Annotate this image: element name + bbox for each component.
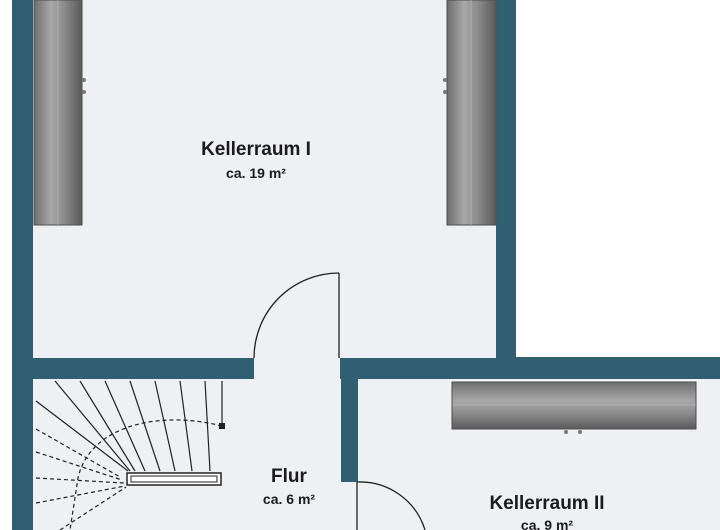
floors: [33, 0, 720, 530]
door-kellerraum-2: [356, 481, 426, 530]
room-name: Kellerraum I: [201, 139, 311, 160]
opening-kellerraum-1: [254, 355, 340, 381]
room-label-kellerraum-2: Kellerraum II ca. 9 m²: [489, 493, 604, 530]
floor-kellerraum-1: [33, 0, 496, 358]
shelf-bottom: [451, 381, 697, 434]
room-area: ca. 6 m²: [263, 491, 315, 507]
staircase-icon: [35, 380, 225, 530]
door-kellerraum-1: [253, 272, 340, 359]
shelf-right: [443, 0, 497, 226]
opening-kellerraum-2: [338, 482, 362, 530]
room-area: ca. 19 m²: [226, 165, 286, 181]
floor-flur: [33, 379, 341, 530]
room-area: ca. 9 m²: [521, 517, 573, 530]
room-label-flur: Flur ca. 6 m²: [263, 466, 315, 507]
room-name: Flur: [271, 466, 307, 487]
shelf-left: [33, 0, 86, 226]
room-label-kellerraum-1: Kellerraum I ca. 19 m²: [201, 139, 311, 181]
room-name: Kellerraum II: [489, 493, 604, 514]
